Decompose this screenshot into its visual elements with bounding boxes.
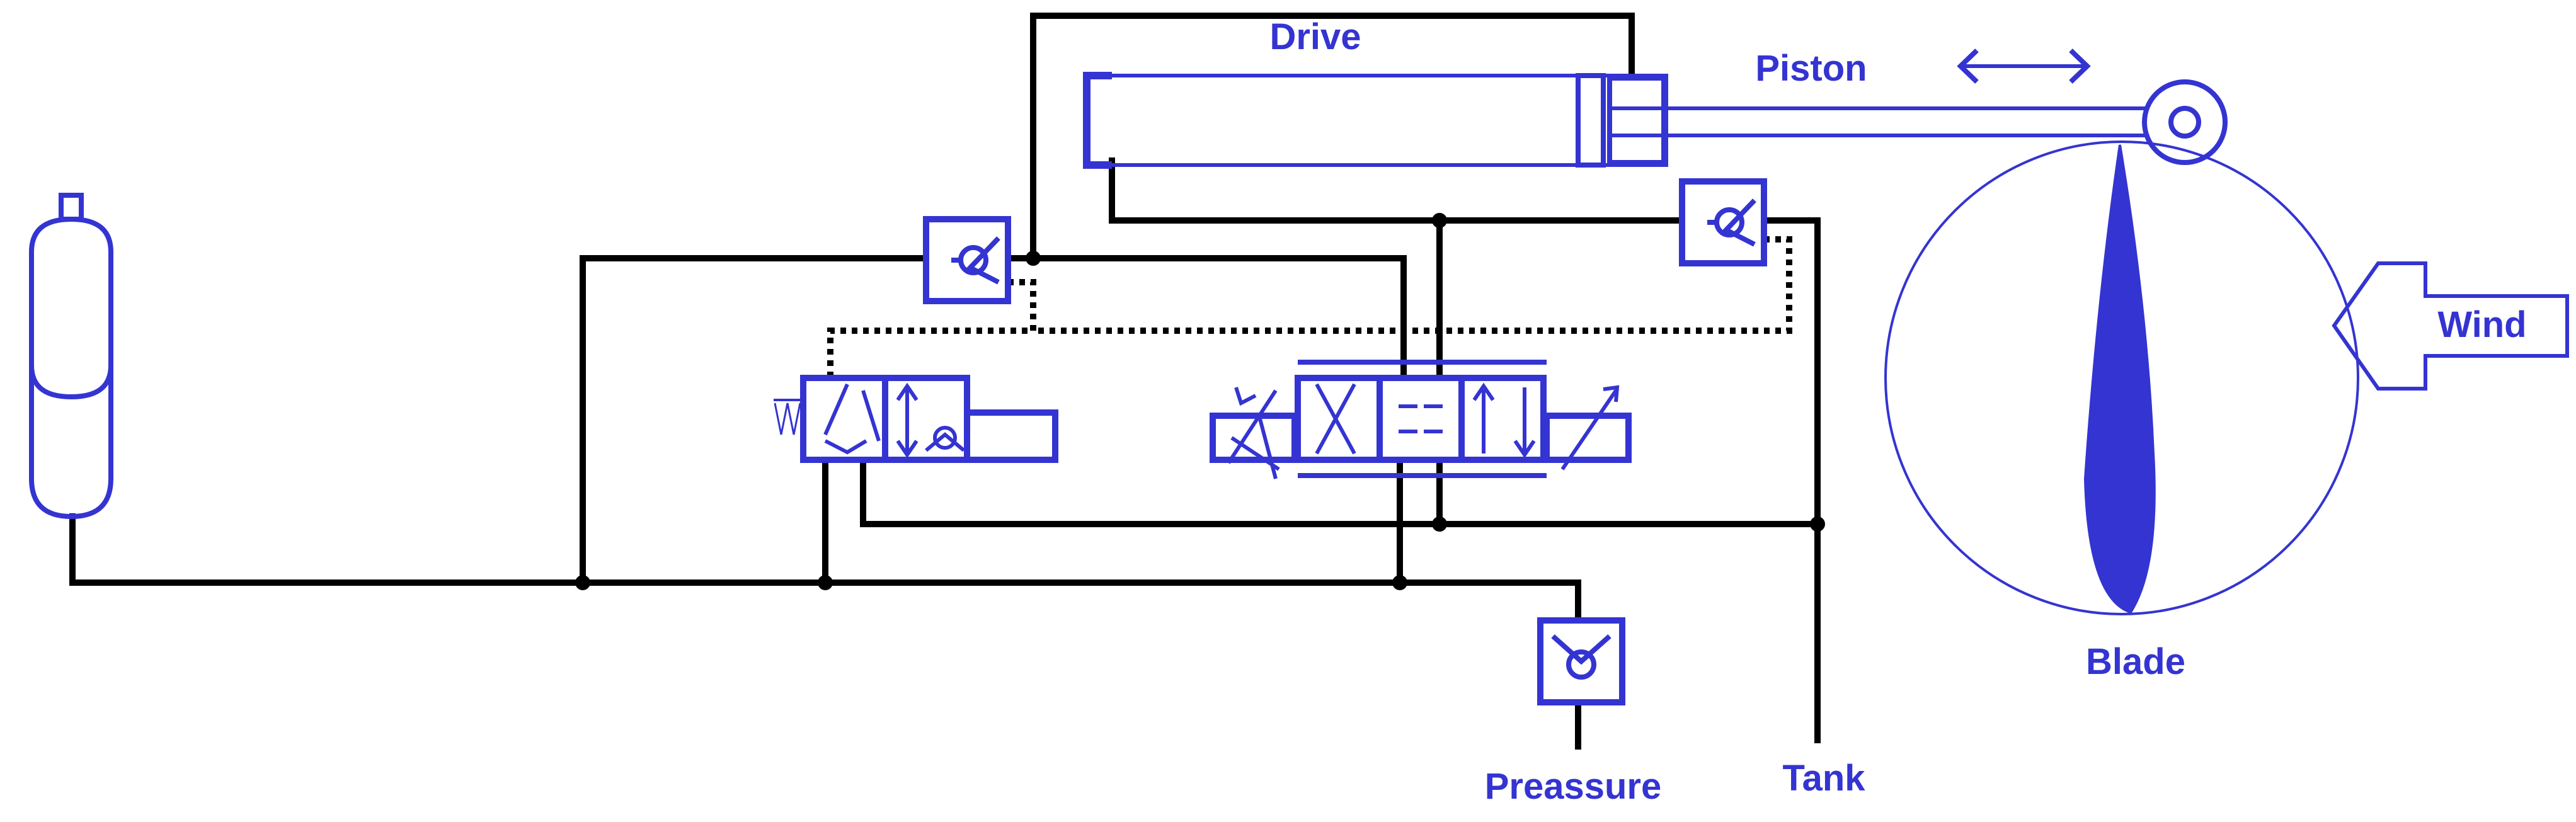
- tank-label: Tank: [1782, 758, 1865, 799]
- junction: [1392, 575, 1407, 590]
- cylinder-top-line: [1030, 13, 1635, 261]
- solenoid-valve: [774, 375, 1058, 463]
- line-junctions: [575, 213, 1825, 590]
- wind-label: Wind: [2437, 304, 2526, 345]
- piston-label: Piston: [1755, 48, 1867, 89]
- junction: [1432, 213, 1447, 228]
- cylinder-bottom-line: [1109, 157, 1821, 743]
- drive-cylinder: [1083, 72, 1668, 169]
- right-pilot-line: [1033, 236, 1792, 334]
- tank-return-line: [860, 460, 1821, 527]
- drive-label: Drive: [1269, 16, 1361, 57]
- blade-shape: [2083, 144, 2156, 614]
- check-valve-right: [1679, 178, 1767, 266]
- pivot-eye: [2142, 79, 2228, 165]
- piston-rod: [1610, 106, 2145, 137]
- pilot-lines: [827, 236, 1792, 378]
- junction: [818, 575, 833, 590]
- accumulator: [29, 193, 113, 520]
- junction: [1810, 517, 1825, 532]
- wind-arrow-icon: [2332, 261, 2569, 391]
- left-pilot-line: [827, 279, 1036, 378]
- diagram-labels: Drive Piston Wind Blade Preassure Tank: [1269, 16, 2526, 807]
- junction: [1026, 251, 1041, 266]
- pressure-label: Preassure: [1485, 766, 1662, 807]
- blade-rotation-circle: [1884, 140, 2359, 615]
- junction: [1432, 517, 1447, 532]
- junction: [575, 575, 590, 590]
- check-valve-pressure: [1537, 617, 1625, 705]
- blade-label: Blade: [2086, 641, 2185, 682]
- check-valve-left: [923, 216, 1011, 304]
- directional-valve: [1210, 360, 1632, 479]
- double-arrow-icon: [1957, 49, 2091, 84]
